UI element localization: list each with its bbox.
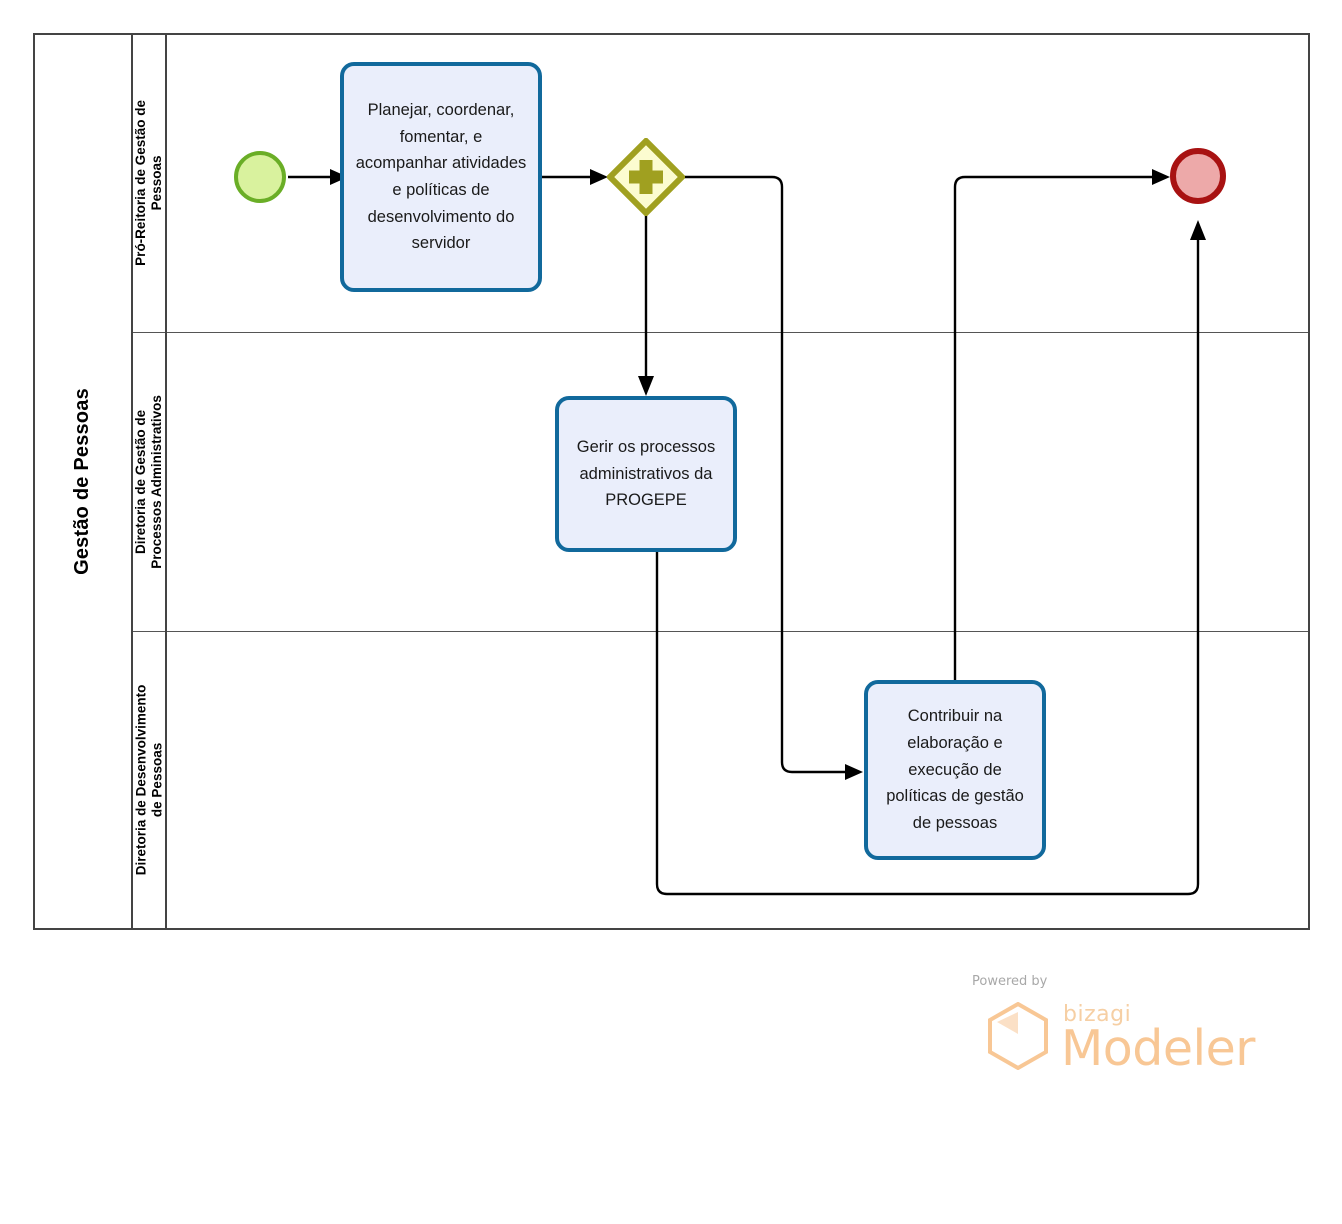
start-event[interactable]: [234, 151, 286, 203]
task-gerir-processos-administrativos[interactable]: Gerir os processos administrativos da PR…: [555, 396, 737, 552]
pool-header: Gestão de Pessoas: [33, 33, 133, 930]
modeler-product-label: Modeler: [1061, 1020, 1255, 1077]
parallel-gateway[interactable]: [607, 138, 685, 216]
pool-label: Gestão de Pessoas: [70, 388, 93, 575]
bizagi-hexagon-logo-icon: [988, 1002, 1048, 1070]
task-contribuir-politicas-gestao-pessoas[interactable]: Contribuir na elaboração e execução de p…: [864, 680, 1046, 860]
bizagi-watermark: Powered by bizagi Modeler: [965, 974, 1255, 1077]
task-planejar-coordenar-fomentar[interactable]: Planejar, coordenar, fomentar, e acompan…: [340, 62, 542, 292]
lane-divider-2: [133, 631, 1308, 632]
end-event[interactable]: [1170, 148, 1226, 204]
lane-divider-1: [133, 332, 1308, 333]
powered-by-label: Powered by: [972, 974, 1048, 989]
bizagi-brand-label: bizagi: [1063, 1002, 1132, 1027]
parallel-gateway-icon: [607, 138, 685, 216]
